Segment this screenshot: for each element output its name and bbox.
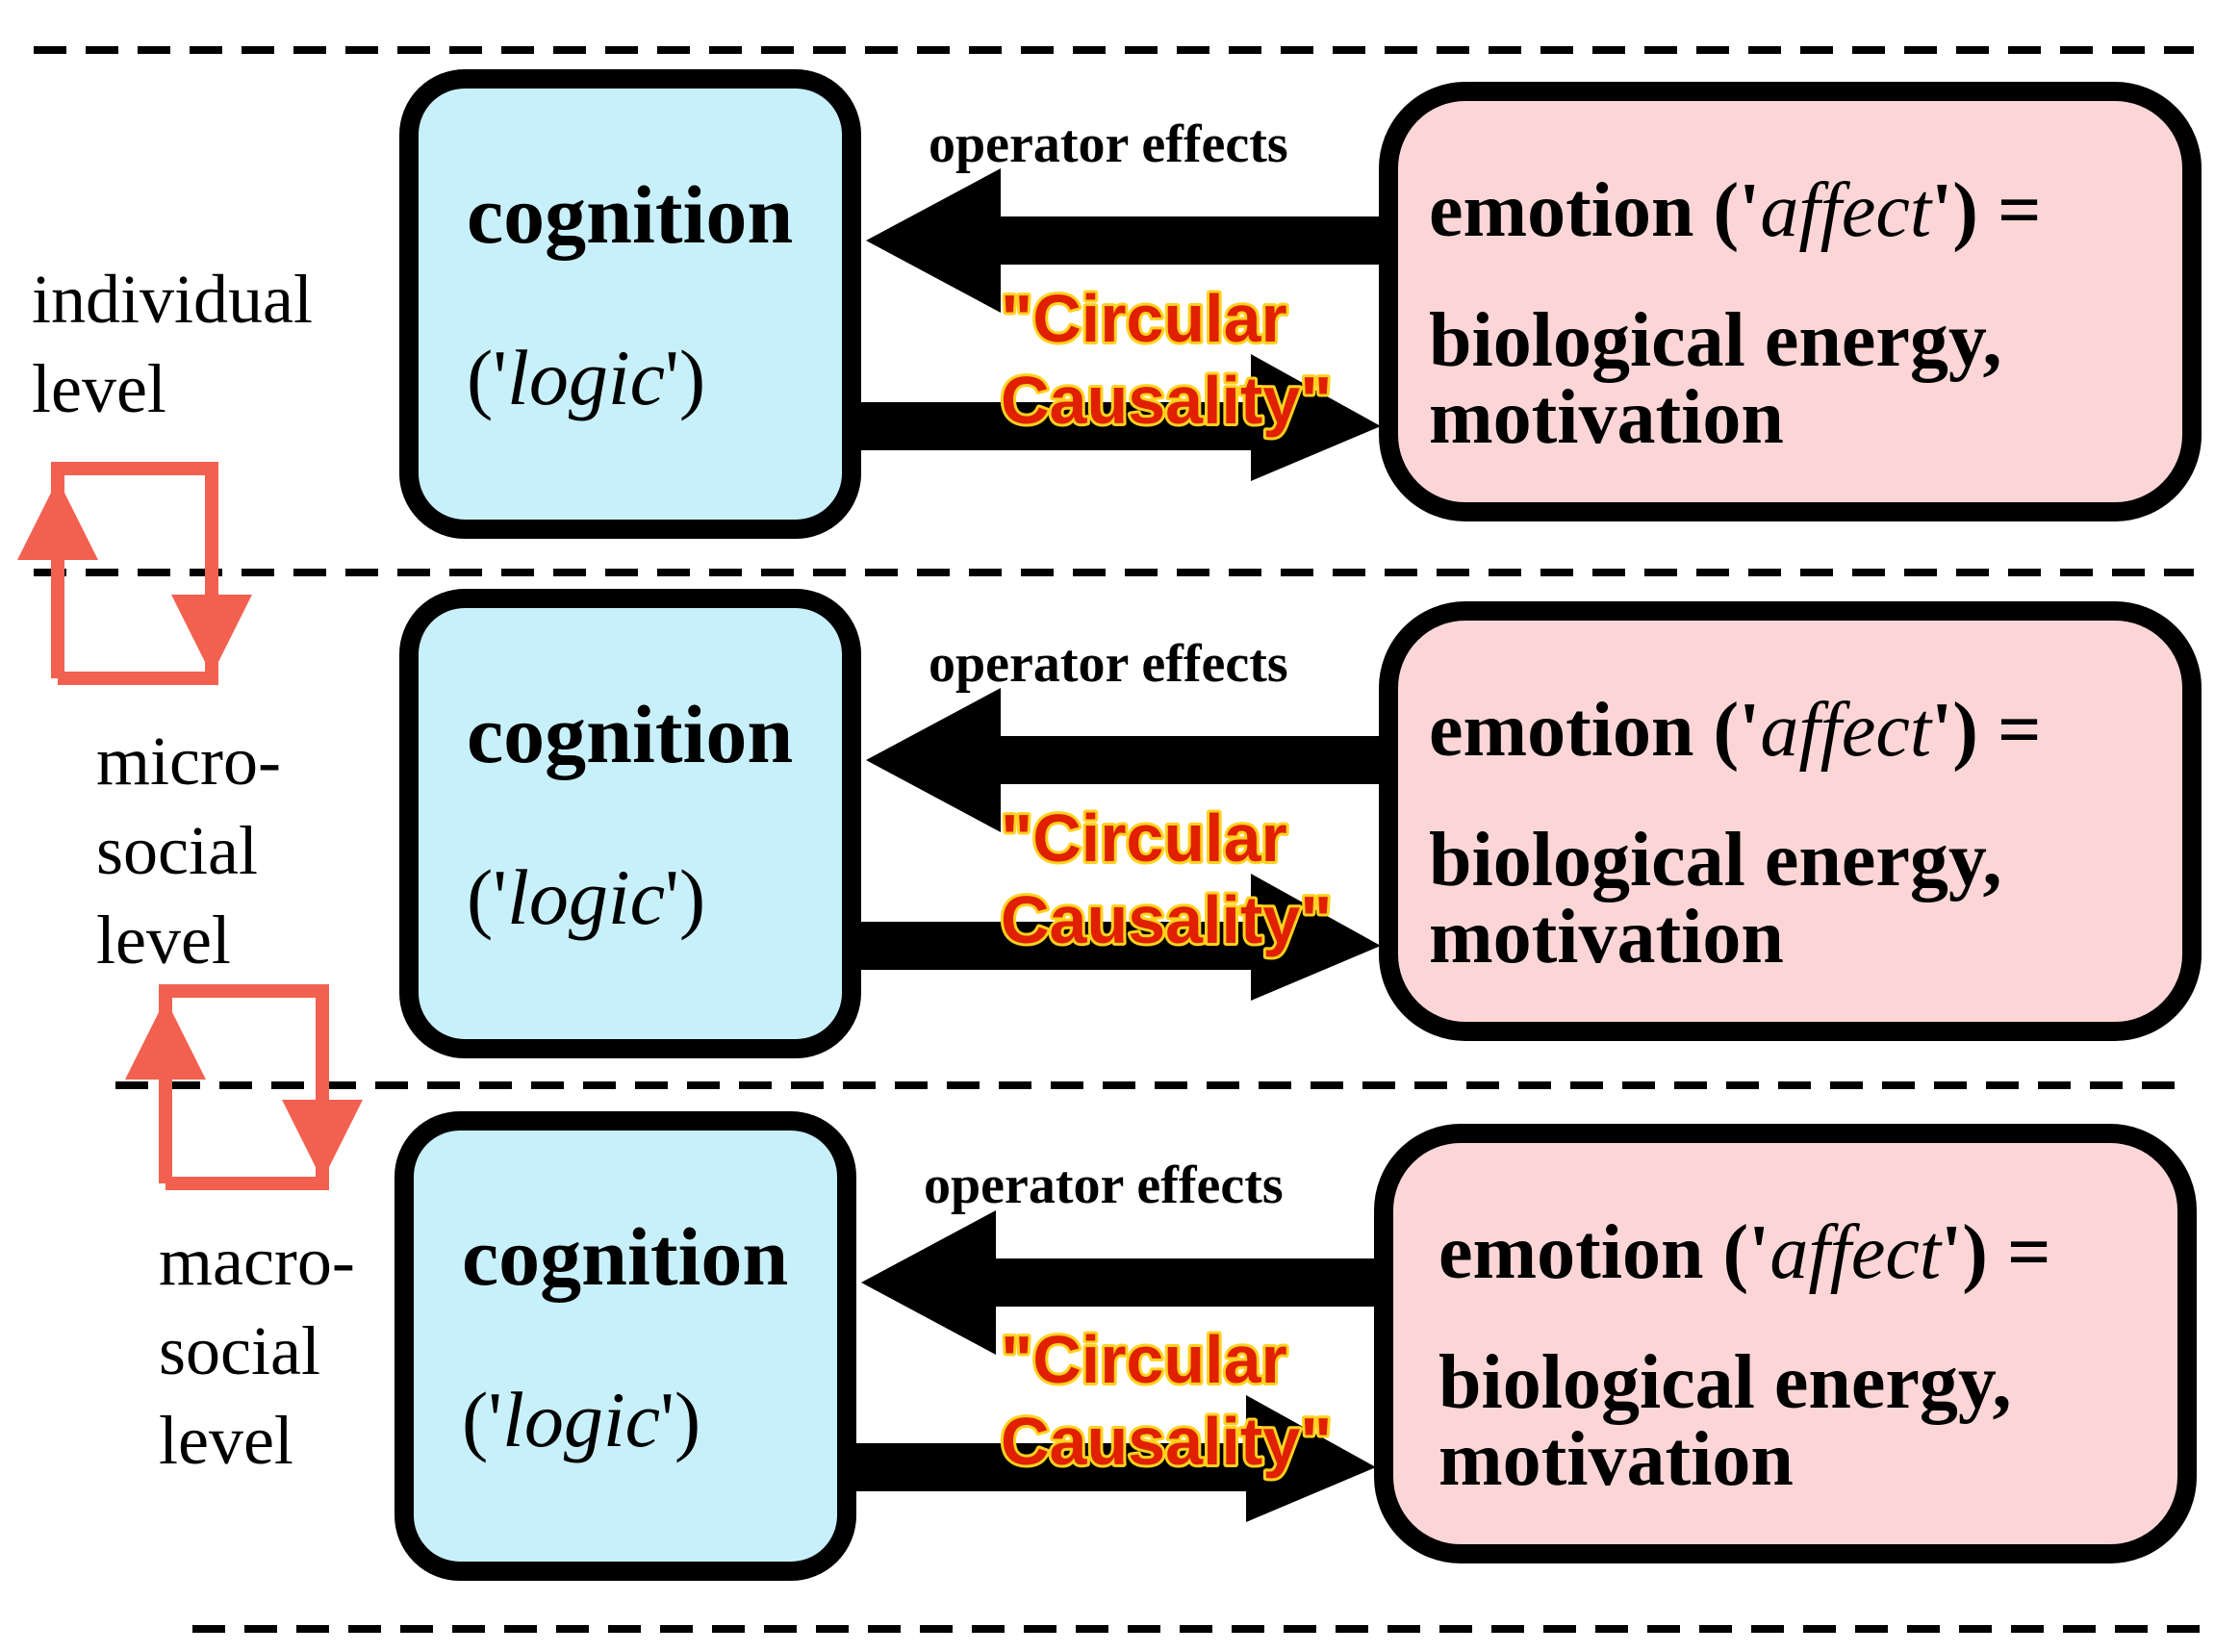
emotion-box: [1379, 601, 2202, 1041]
level-labels: individual level micro- social level mac…: [32, 261, 372, 1479]
level-label-individual: individual level: [32, 261, 330, 427]
level-label-micro-social: micro- social level: [96, 723, 298, 978]
cognition-to-emotion-arrow: [852, 1395, 1376, 1522]
cognition-logic-label: ('logic'): [462, 1376, 700, 1463]
operator-effects-arrow: [866, 688, 1381, 832]
operator-effects-label: operator effects: [924, 1156, 1284, 1215]
level-transition-loop-1: [17, 462, 252, 685]
cognition-logic-label: ('logic'): [467, 334, 705, 421]
cognition-box: [399, 589, 861, 1058]
operator-effects-label: operator effects: [929, 634, 1288, 694]
emotion-energy-label: biological energy,: [1438, 1340, 2012, 1425]
operator-effects-arrow: [866, 168, 1381, 313]
cognition-to-emotion-arrow: [856, 874, 1381, 1001]
operator-effects-label: operator effects: [929, 114, 1288, 174]
cognition-box: [395, 1111, 856, 1581]
emotion-motivation-label: motivation: [1429, 895, 1784, 979]
emotion-affect-label: emotion ('affect') =: [1429, 168, 2042, 253]
row-macro-social: operator effects cognition ('logic') "Ci…: [395, 1111, 2197, 1581]
circular-causality-label: "Circular Causality": [1001, 281, 1332, 438]
circular-causality-label: "Circular Causality": [1001, 1322, 1332, 1479]
cognition-to-emotion-arrow: [856, 354, 1381, 481]
cognition-logic-label: ('logic'): [467, 853, 705, 941]
level-transition-loop-2: [125, 984, 363, 1190]
emotion-box: [1379, 82, 2202, 521]
emotion-affect-label: emotion ('affect') =: [1438, 1210, 2051, 1295]
cognition-box: [399, 69, 861, 539]
emotion-energy-label: biological energy,: [1429, 818, 2002, 902]
emotion-energy-label: biological energy,: [1429, 298, 2002, 383]
cognition-title: cognition: [462, 1210, 788, 1303]
row-micro-social: operator effects cognition ('logic') "Ci…: [399, 589, 2202, 1058]
loop-frame: [51, 462, 218, 685]
operator-effects-arrow: [861, 1210, 1376, 1355]
emotion-box: [1374, 1124, 2197, 1563]
cognition-title: cognition: [467, 168, 793, 261]
row-individual: operator effects cognition ('logic') "Ci…: [399, 69, 2202, 539]
level-label-macro-social: macro- social level: [159, 1223, 372, 1479]
cognition-title: cognition: [467, 688, 793, 780]
emotion-motivation-label: motivation: [1438, 1417, 1794, 1502]
level-separators: [34, 46, 2208, 1633]
emotion-motivation-label: motivation: [1429, 375, 1784, 460]
emotion-affect-label: emotion ('affect') =: [1429, 688, 2042, 773]
circular-causality-label: "Circular Causality": [1001, 801, 1332, 957]
